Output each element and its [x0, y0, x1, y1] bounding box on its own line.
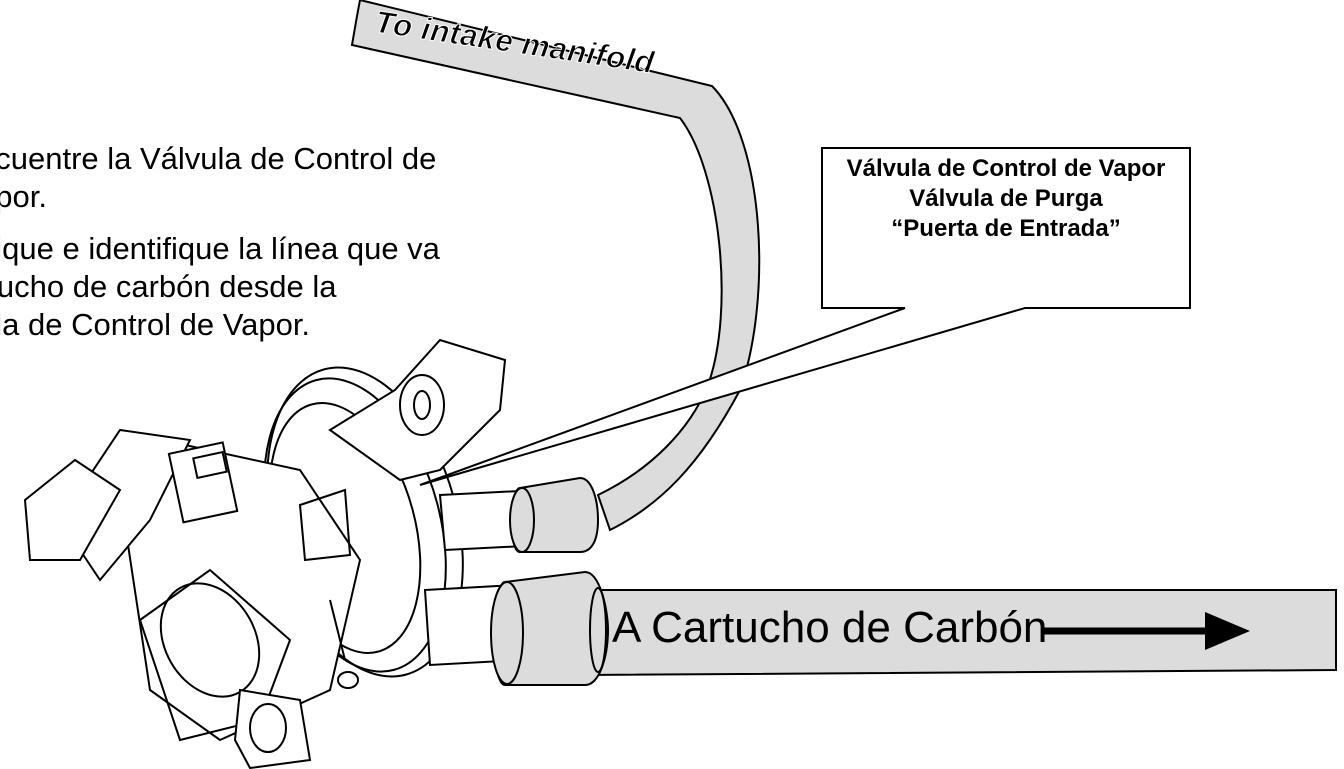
- callout-box: [419, 147, 1191, 486]
- instruction-line-2: apor.: [0, 179, 47, 214]
- instruction-line-4: rtucho de carbón desde la: [0, 269, 337, 304]
- instruction-line-1: ncuentre la Válvula de Control de: [0, 141, 437, 176]
- vapor-control-valve: [23, 338, 547, 769]
- callout-label: Válvula de Control de Vapor Válvula de P…: [822, 154, 1190, 244]
- lower-collar-rim: [490, 581, 524, 685]
- callout-line-3: “Puerta de Entrada”: [891, 215, 1121, 242]
- instruction-line-3: bique e identifique la línea que va: [0, 231, 440, 266]
- callout-line-1: Válvula de Control de Vapor: [846, 155, 1166, 182]
- lower-hose-end: [589, 587, 607, 673]
- carbon-canister-label: A Cartucho de Carbón: [612, 603, 1048, 652]
- upper-collar-rim: [509, 487, 535, 553]
- intake-manifold-hose: [350, 0, 761, 532]
- callout-line-2: Válvula de Purga: [909, 185, 1103, 212]
- instruction-text: ncuentre la Válvula de Control de apor. …: [0, 140, 558, 358]
- instruction-line-5: ula de Control de Vapor.: [0, 307, 311, 342]
- right-arrow-icon: [1043, 612, 1250, 650]
